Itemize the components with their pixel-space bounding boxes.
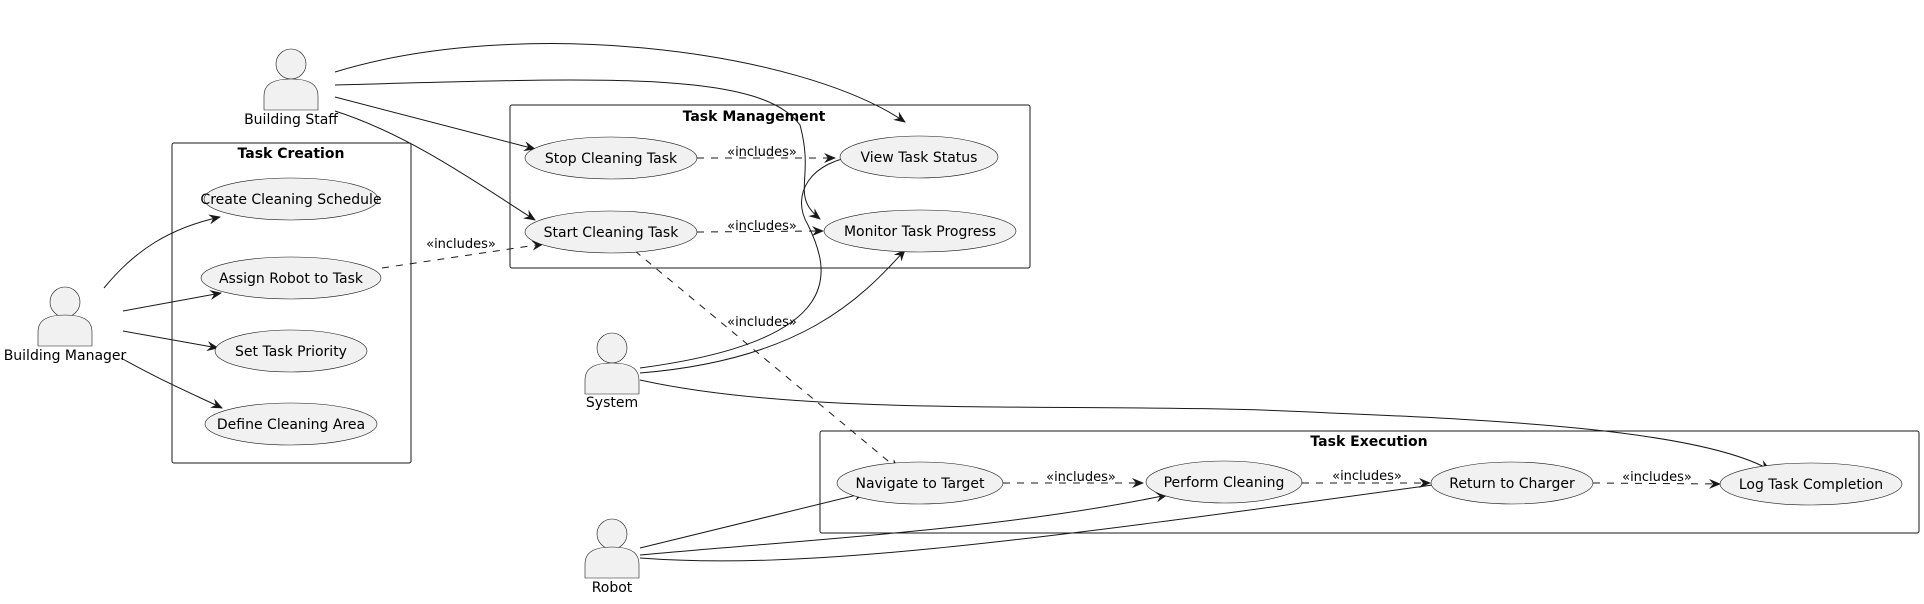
actor-building-manager[interactable]: Building Manager xyxy=(4,286,127,364)
package-task-management: Task Management xyxy=(509,104,1031,269)
edge-manager-assign-robot xyxy=(122,290,222,312)
use-case-label: Stop Cleaning Task xyxy=(545,151,678,167)
edge-robot-return-charger xyxy=(639,479,1448,562)
actor-building-staff[interactable]: Building Staff xyxy=(244,48,338,128)
edge-system-monitor-progress xyxy=(639,249,906,374)
use-case-view-task-status[interactable]: View Task Status xyxy=(839,135,999,179)
use-case-define-cleaning-area[interactable]: Define Cleaning Area xyxy=(204,402,378,446)
person-icon xyxy=(263,48,319,111)
edge-staff-monitor-progress xyxy=(334,79,821,220)
association-edges xyxy=(103,43,1771,562)
includes-label: «includes» xyxy=(727,219,797,234)
use-case-create-cleaning-schedule[interactable]: Create Cleaning Schedule xyxy=(200,177,382,221)
edge-manager-define-area xyxy=(120,357,223,409)
use-case-label: Set Task Priority xyxy=(235,344,347,360)
actor-label: Building Manager xyxy=(4,348,127,364)
edge-robot-navigate xyxy=(639,490,866,549)
edge-start-includes-navigate xyxy=(634,250,900,471)
use-case-monitor-task-progress[interactable]: Monitor Task Progress xyxy=(823,209,1017,253)
use-case-label: Assign Robot to Task xyxy=(219,271,364,287)
include-edges xyxy=(381,153,1721,489)
use-case-label: Return to Charger xyxy=(1449,476,1575,492)
use-cases: Create Cleaning Schedule Assign Robot to… xyxy=(200,135,1903,506)
use-case-navigate-to-target[interactable]: Navigate to Target xyxy=(836,461,1004,505)
use-case-stop-cleaning-task[interactable]: Stop Cleaning Task xyxy=(524,136,698,180)
actor-label: System xyxy=(586,395,638,411)
actors: Building Staff Building Manager System R… xyxy=(4,48,640,596)
package-title: Task Management xyxy=(683,109,826,125)
edge-system-view-status xyxy=(639,151,861,369)
edge-staff-view-status xyxy=(334,43,906,123)
person-icon xyxy=(584,332,640,395)
use-case-label: View Task Status xyxy=(861,150,978,166)
actor-label: Building Staff xyxy=(244,112,338,128)
use-case-start-cleaning-task[interactable]: Start Cleaning Task xyxy=(524,210,698,254)
includes-label: «includes» xyxy=(426,237,496,252)
use-case-label: Start Cleaning Task xyxy=(544,225,680,241)
use-case-label: Monitor Task Progress xyxy=(844,224,996,240)
use-case-label: Define Cleaning Area xyxy=(217,417,365,433)
package-title: Task Execution xyxy=(1310,434,1427,450)
use-case-label: Navigate to Target xyxy=(855,476,985,492)
includes-label: «includes» xyxy=(1332,469,1402,484)
includes-label: «includes» xyxy=(727,145,797,160)
use-case-perform-cleaning[interactable]: Perform Cleaning xyxy=(1145,460,1303,504)
use-case-assign-robot-to-task[interactable]: Assign Robot to Task xyxy=(200,256,382,300)
edge-manager-create-schedule xyxy=(103,214,221,289)
use-case-label: Perform Cleaning xyxy=(1164,475,1285,491)
edge-manager-set-priority xyxy=(122,330,219,351)
includes-label: «includes» xyxy=(1046,470,1116,485)
use-case-label: Log Task Completion xyxy=(1739,477,1883,493)
person-icon xyxy=(584,518,640,579)
use-case-log-task-completion[interactable]: Log Task Completion xyxy=(1719,462,1903,506)
actor-system[interactable]: System xyxy=(584,332,640,411)
use-case-label: Create Cleaning Schedule xyxy=(200,192,381,208)
use-case-return-to-charger[interactable]: Return to Charger xyxy=(1430,461,1594,505)
edge-robot-perform xyxy=(639,492,1168,556)
actor-robot[interactable]: Robot xyxy=(584,518,640,596)
edge-staff-start-task xyxy=(334,110,536,221)
use-case-set-task-priority[interactable]: Set Task Priority xyxy=(214,329,368,373)
package-task-creation: Task Creation xyxy=(171,142,412,464)
includes-label: «includes» xyxy=(1622,470,1692,485)
includes-label: «includes» xyxy=(727,315,797,330)
include-labels: «includes» «includes» «includes» «includ… xyxy=(426,145,1692,485)
package-title: Task Creation xyxy=(238,146,345,162)
edge-system-log-completion xyxy=(639,379,1771,471)
package-task-execution: Task Execution xyxy=(819,430,1920,534)
person-icon xyxy=(37,286,93,347)
actor-label: Robot xyxy=(592,580,633,596)
edge-staff-stop-task xyxy=(334,96,536,152)
